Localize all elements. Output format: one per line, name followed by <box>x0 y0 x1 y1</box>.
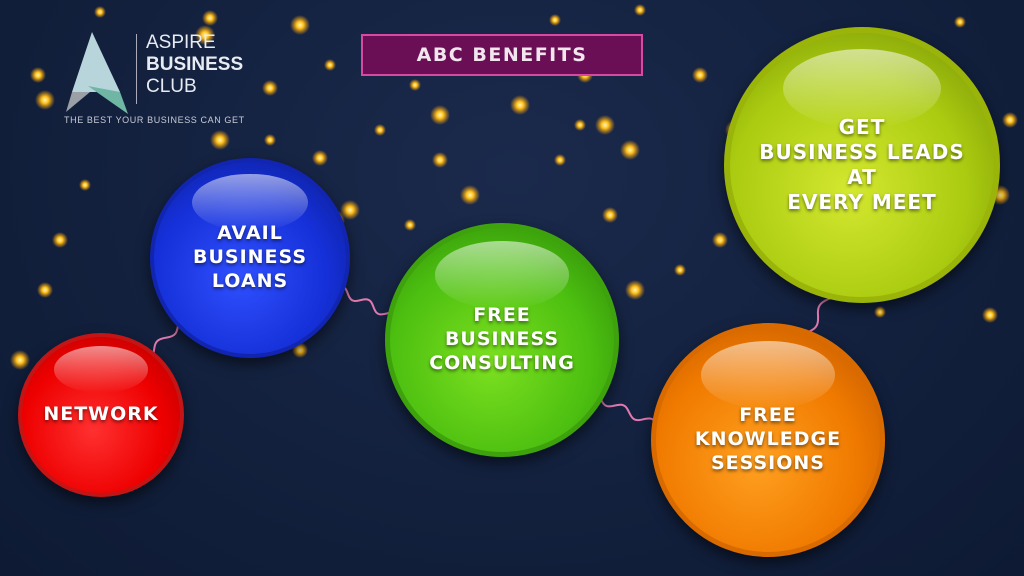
bokeh-light <box>982 307 998 323</box>
bokeh-light <box>195 25 215 45</box>
bokeh-light <box>262 80 278 96</box>
bokeh-light <box>79 179 91 191</box>
bokeh-light <box>549 14 561 26</box>
bokeh-light <box>874 306 886 318</box>
aspire-business-club-logo: ASPIRE BUSINESS CLUB THE BEST YOUR BUSIN… <box>62 30 262 130</box>
bokeh-light <box>210 130 230 150</box>
bokeh-light <box>432 152 448 168</box>
bokeh-light <box>620 140 640 160</box>
benefit-label: FREE BUSINESS CONSULTING <box>429 304 575 374</box>
bokeh-light <box>554 154 566 166</box>
bokeh-light <box>460 185 480 205</box>
bokeh-light <box>692 67 708 83</box>
page-title: ABC BENEFITS <box>361 34 643 76</box>
logo-triangle-icon <box>66 32 128 114</box>
bokeh-light <box>954 16 966 28</box>
bokeh-light <box>37 282 53 298</box>
bokeh-light <box>595 115 615 135</box>
bokeh-light <box>1002 112 1018 128</box>
bokeh-light <box>324 59 336 71</box>
bokeh-light <box>409 79 421 91</box>
bokeh-light <box>404 219 416 231</box>
benefit-label: NETWORK <box>43 403 159 426</box>
logo-text: ASPIRE BUSINESS CLUB <box>146 32 243 98</box>
bokeh-light <box>10 350 30 370</box>
bokeh-light <box>374 124 386 136</box>
benefit-label: GET BUSINESS LEADS AT EVERY MEET <box>759 115 965 214</box>
bokeh-light <box>712 232 728 248</box>
benefit-business-leads: GET BUSINESS LEADS AT EVERY MEET <box>724 27 1000 303</box>
bokeh-light <box>30 67 46 83</box>
benefit-network: NETWORK <box>18 333 184 497</box>
logo-divider <box>136 34 137 104</box>
logo-tagline: THE BEST YOUR BUSINESS CAN GET <box>64 115 245 125</box>
logo-line-1: ASPIRE <box>146 32 216 53</box>
benefit-knowledge-sessions: FREE KNOWLEDGE SESSIONS <box>651 323 885 557</box>
bokeh-light <box>35 90 55 110</box>
bokeh-light <box>94 6 106 18</box>
bokeh-light <box>340 200 360 220</box>
logo-line-3: CLUB <box>146 76 197 97</box>
bokeh-light <box>312 150 328 166</box>
logo-line-2: BUSINESS <box>146 54 244 75</box>
bokeh-light <box>290 15 310 35</box>
bokeh-light <box>52 232 68 248</box>
benefit-label: AVAIL BUSINESS LOANS <box>192 222 308 292</box>
bokeh-light <box>264 134 276 146</box>
benefit-business-consulting: FREE BUSINESS CONSULTING <box>385 223 619 457</box>
bokeh-light <box>634 4 646 16</box>
bokeh-light <box>430 105 450 125</box>
benefit-label: FREE KNOWLEDGE SESSIONS <box>694 404 842 474</box>
bokeh-light <box>510 95 530 115</box>
bokeh-light <box>674 264 686 276</box>
bokeh-light <box>602 207 618 223</box>
benefit-business-loans: AVAIL BUSINESS LOANS <box>150 158 350 358</box>
bokeh-light <box>202 10 218 26</box>
bokeh-light <box>574 119 586 131</box>
bokeh-light <box>625 280 645 300</box>
